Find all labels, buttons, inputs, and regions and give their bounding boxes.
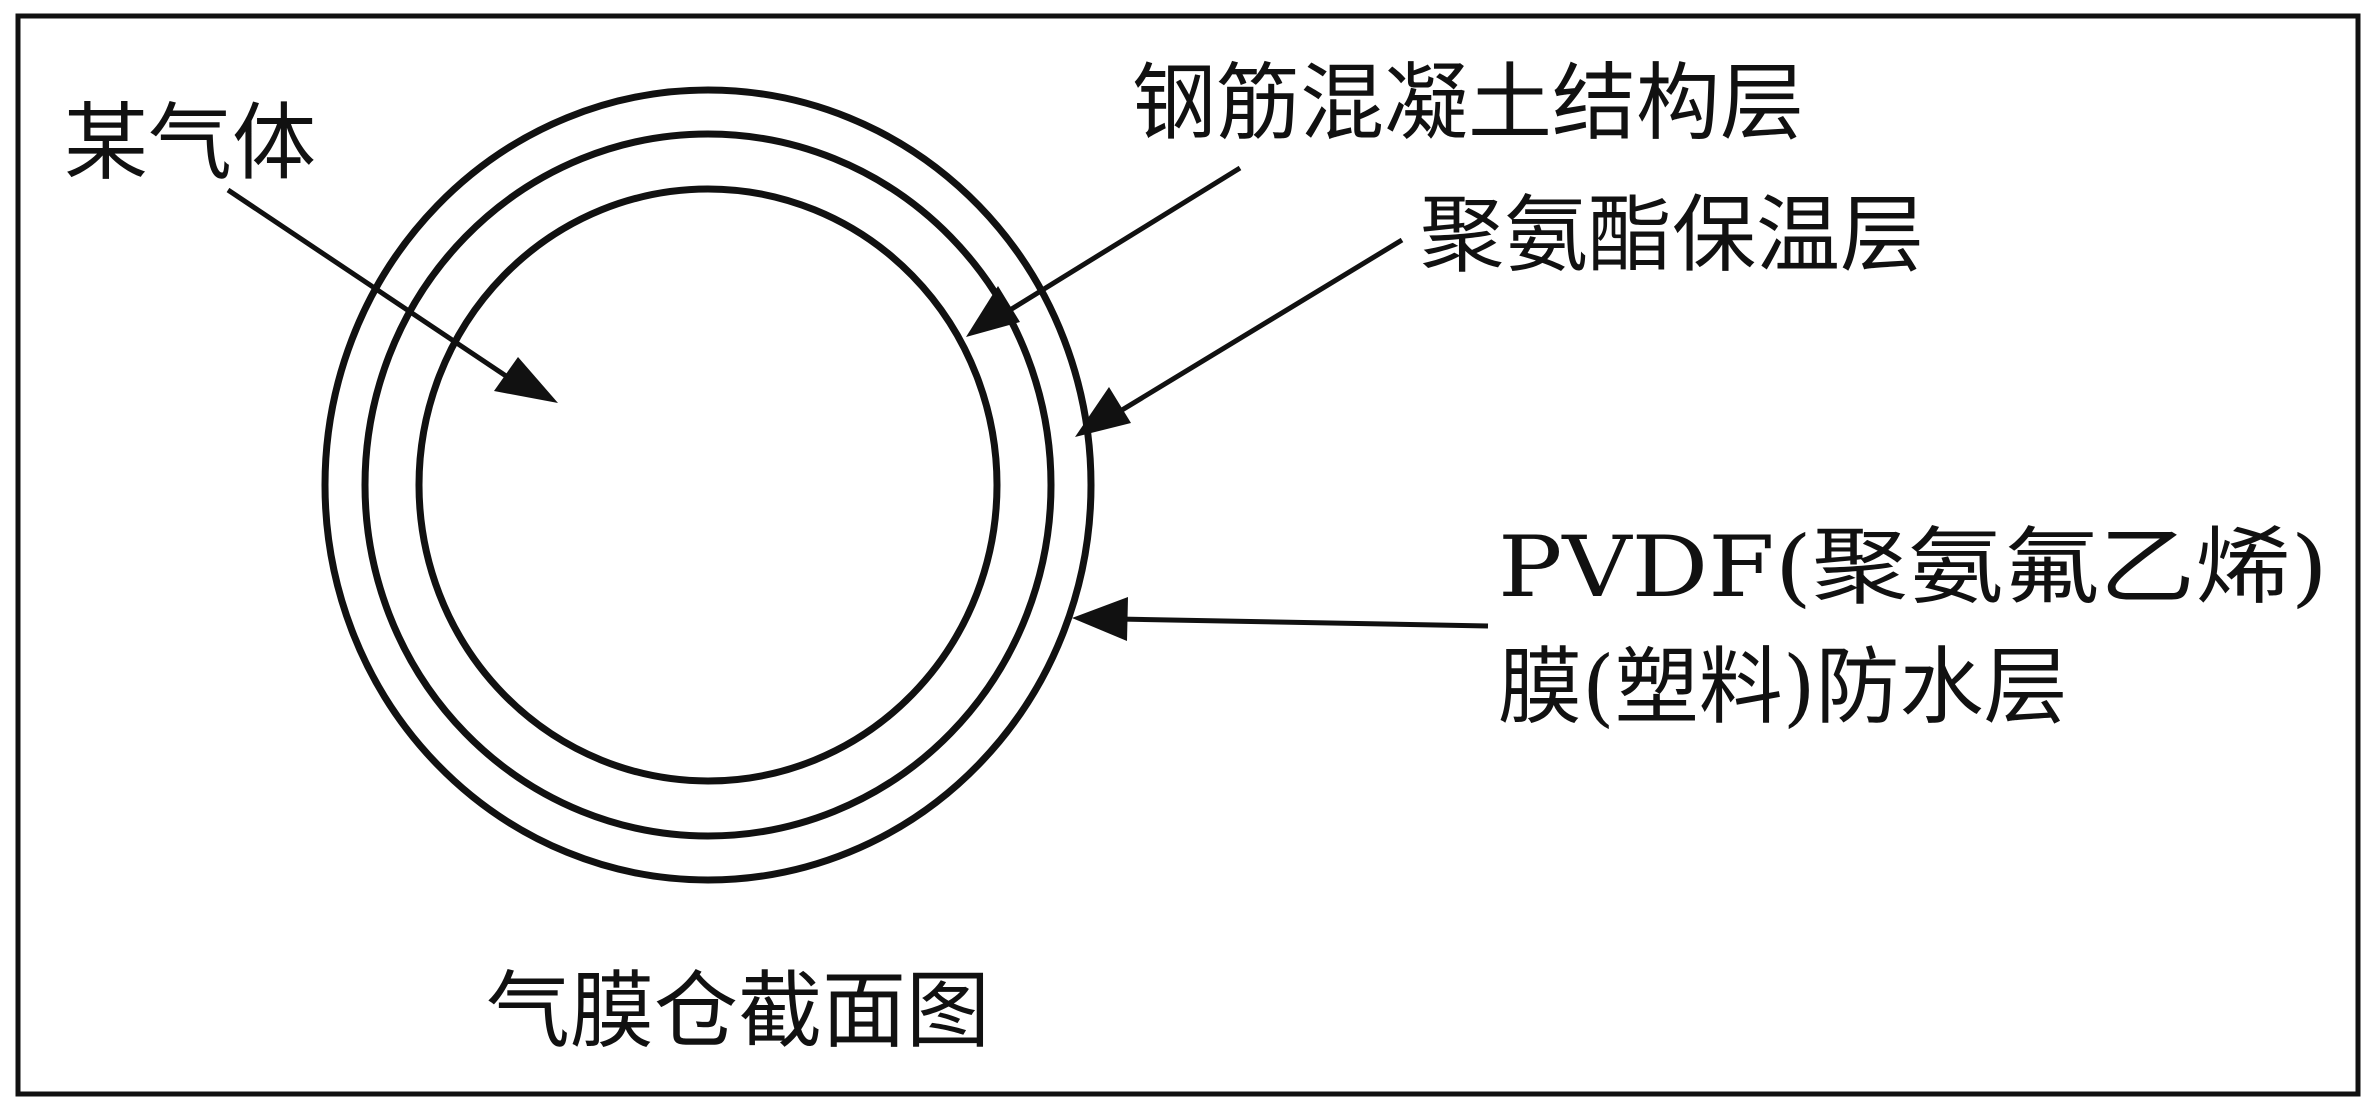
- outer-waterproof-ring: [321, 86, 1095, 884]
- middle-insulation-ring: [361, 130, 1055, 840]
- concrete-layer-arrow: [966, 165, 1242, 337]
- insulation-layer-arrow: [1075, 237, 1404, 437]
- diagram-caption: 气膜仓截面图: [486, 962, 990, 1060]
- diagram-border: [15, 13, 2361, 1097]
- concrete-layer-label: 钢筋混凝土结构层: [1132, 54, 1804, 152]
- inner-concrete-ring: [415, 185, 1001, 785]
- membrane-layer-arrow: [1072, 597, 1489, 641]
- gas-label: 某气体: [64, 94, 316, 192]
- membrane-layer-label-line2: 膜(塑料)防水层: [1498, 638, 2068, 736]
- membrane-layer-label-line1: PVDF(聚氨氟乙烯): [1498, 518, 2328, 616]
- insulation-layer-label: 聚氨酯保温层: [1420, 186, 1924, 284]
- gas-arrow: [226, 187, 558, 403]
